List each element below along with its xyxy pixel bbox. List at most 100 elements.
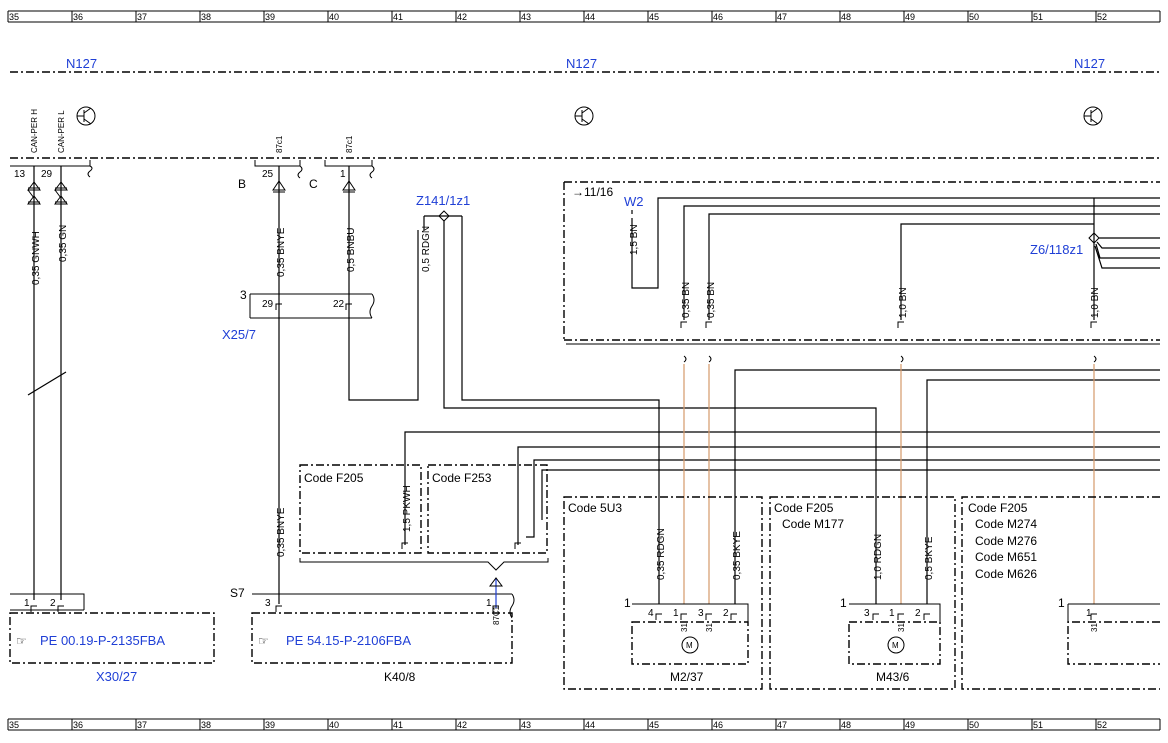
- k40-reference-link[interactable]: PE 54.15-P-2106FBA: [286, 633, 411, 648]
- bus-label-left[interactable]: N127: [66, 56, 97, 71]
- wire-m436-bkye[interactable]: [926, 379, 1160, 604]
- wire-f253-b[interactable]: [526, 459, 1160, 538]
- bus-label-right[interactable]: N127: [1074, 56, 1105, 71]
- code-m626: Code M626: [975, 567, 1037, 581]
- wire-bn-c[interactable]: [900, 223, 1094, 320]
- can-h-pin-label: CAN-PER H: [30, 109, 39, 153]
- splice-z6-label[interactable]: Z6/118z1: [1030, 242, 1083, 257]
- k40-pin-3: 3: [265, 598, 271, 609]
- x30-pin-2: 2: [50, 598, 56, 609]
- grid-column-label-bottom: 45: [649, 720, 659, 730]
- grid-column-label-bottom: 40: [329, 720, 339, 730]
- k40-pin-tag: 87C1: [492, 605, 501, 625]
- grid-column-label-top: 50: [969, 12, 979, 22]
- can-connector: [10, 160, 93, 178]
- code-f253: Code F253: [432, 471, 492, 485]
- bus-label-center[interactable]: N127: [566, 56, 597, 71]
- grid-column-label-bottom: 44: [585, 720, 595, 730]
- grid-column-label-top: 44: [585, 12, 595, 22]
- grid-column-label-top: 46: [713, 12, 723, 22]
- transistor-icon-right: [1083, 106, 1103, 126]
- code-brace: [299, 558, 549, 571]
- splice-z6-fanout: [1094, 237, 1160, 269]
- wire-label-pkwh: 1,5 PKWH: [402, 485, 413, 532]
- wire-z141-m436[interactable]: [443, 221, 877, 604]
- pointer-hand-icon-x30: ☞: [16, 634, 27, 648]
- wire-label-can-h: 0,35 GNWH: [31, 231, 42, 285]
- m436-pin-3: 3: [864, 608, 870, 619]
- splice-z141-label[interactable]: Z141/1z1: [416, 193, 470, 208]
- grid-column-label-bottom: 46: [713, 720, 723, 730]
- connector-b: [254, 160, 303, 179]
- pin-letter-c: C: [309, 177, 318, 191]
- wire-bnbu[interactable]: [348, 166, 419, 401]
- grid-column-label-top: 47: [777, 12, 787, 22]
- grid-column-label-top: 36: [73, 12, 83, 22]
- ref-11-16: 11/16: [584, 185, 613, 199]
- grid-column-label-bottom: 47: [777, 720, 787, 730]
- m436-connector: [849, 603, 941, 622]
- grid-column-label-bottom: 49: [905, 720, 915, 730]
- grid-column-label-bottom: 35: [9, 720, 19, 730]
- m237-pin-2: 2: [723, 608, 729, 619]
- grid-column-label-bottom: 50: [969, 720, 979, 730]
- wire-label-bn-b: 0,35 BN: [706, 282, 717, 318]
- wire-bn-a[interactable]: [683, 205, 1160, 320]
- x30-pin-1: 1: [24, 598, 30, 609]
- m237-label: M2/37: [670, 670, 704, 684]
- can-l-pin-label: CAN-PER L: [57, 110, 66, 153]
- wire-label-bnye-top: 0,35 BNYE: [276, 227, 287, 277]
- grid-column-label-bottom: 39: [265, 720, 275, 730]
- m-right-number: 1: [1058, 596, 1065, 610]
- wire-f253-c[interactable]: [541, 469, 1160, 520]
- grid-column-label-top: 49: [905, 12, 915, 22]
- code-m276: Code M276: [975, 534, 1037, 548]
- grid-column-label-top: 37: [137, 12, 147, 22]
- grid-column-label-bottom: 42: [457, 720, 467, 730]
- m436-sub: 31: [897, 623, 906, 632]
- grid-column-label-bottom: 36: [73, 720, 83, 730]
- grid-column-label-bottom: 52: [1097, 720, 1107, 730]
- m237-sub-a: 31: [680, 623, 689, 632]
- x30-reference-link[interactable]: PE 00.19-P-2135FBA: [40, 633, 165, 648]
- wire-label-bn-d: 1,0 BN: [1090, 287, 1101, 318]
- m436-box: [848, 621, 941, 665]
- m-right-sub: 31: [1090, 623, 1099, 632]
- code-box-f205-c: [961, 496, 1160, 690]
- wire-bn-b[interactable]: [708, 213, 1160, 320]
- grid-column-label-top: 45: [649, 12, 659, 22]
- wire-label-m436-rdgn: 1,0 RDGN: [873, 534, 884, 580]
- grid-column-label-top: 35: [9, 12, 19, 22]
- code-m177: Code M177: [782, 517, 844, 531]
- k40-box: [251, 612, 513, 664]
- can-pin-h: 13: [14, 169, 26, 180]
- m237-connector: [632, 603, 749, 622]
- code-box-f205-a: [299, 464, 422, 554]
- m436-pin-1: 1: [889, 608, 895, 619]
- wire-f253-a[interactable]: [517, 446, 1160, 545]
- wire-label-can-l: 0,35 GN: [58, 225, 69, 262]
- grid-column-label-bottom: 38: [201, 720, 211, 730]
- x30-label[interactable]: X30/27: [96, 669, 137, 684]
- wire-label-rdgn: 0,5 RDGN: [421, 226, 432, 272]
- wire-z141-m237[interactable]: [461, 216, 660, 604]
- wire-w2[interactable]: [631, 197, 1160, 289]
- grid-column-label-top: 48: [841, 12, 851, 22]
- code-box-f205-b: [769, 496, 956, 690]
- ref-arrow-icon: →: [572, 185, 584, 199]
- grid-column-label-top: 40: [329, 12, 339, 22]
- w2-label[interactable]: W2: [624, 194, 644, 209]
- wire-label-m436-bkye: 0,5 BKYE: [924, 536, 935, 580]
- code-f205-b: Code F205: [774, 501, 834, 515]
- wire-pkwh[interactable]: [404, 431, 1160, 545]
- grid-column-label-bottom: 37: [137, 720, 147, 730]
- grid-column-label-top: 39: [265, 12, 275, 22]
- wire-label-m237-rdgn: 0,35 RDGN: [656, 528, 667, 580]
- wire-m237-bkye[interactable]: [734, 369, 1160, 604]
- m-right-connector: [1067, 603, 1160, 622]
- x25-label[interactable]: X25/7: [222, 327, 256, 342]
- m436-motor-symbol: M: [892, 641, 899, 650]
- m237-sub-b: 31: [705, 623, 714, 632]
- pointer-hand-icon-k40: ☞: [258, 634, 269, 648]
